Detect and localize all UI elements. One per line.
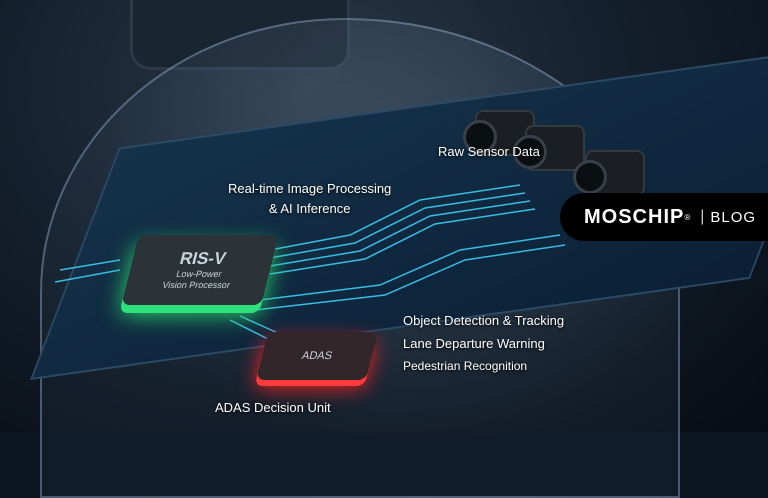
label-decision-unit: ADAS Decision Unit bbox=[215, 400, 331, 415]
label-image-processing: Real-time Image Processing & AI Inferenc… bbox=[228, 181, 392, 216]
label-pedestrian: Pedestrian Recognition bbox=[403, 359, 528, 373]
risv-processor-chip: RIS-V Low-Power Vision Processor bbox=[121, 235, 279, 305]
separator: | bbox=[700, 208, 705, 225]
chip-subtitle: Vision Processor bbox=[161, 280, 232, 290]
adas-chip: ADAS bbox=[256, 332, 378, 380]
camera-sensor bbox=[573, 150, 645, 196]
label-object-detection: Object Detection & Tracking bbox=[403, 313, 565, 328]
chip-subtitle: Low-Power bbox=[175, 269, 223, 279]
moschip-logo: MOSCHIP bbox=[584, 205, 685, 228]
moschip-blog-badge[interactable]: MOSCHIP ® | BLOG bbox=[560, 193, 768, 241]
camera-sensor bbox=[513, 125, 585, 171]
blog-label: BLOG bbox=[710, 208, 757, 226]
label-raw-sensor: Raw Sensor Data bbox=[438, 144, 540, 159]
chip-title: ADAS bbox=[300, 350, 334, 362]
chip-title: RIS-V bbox=[177, 249, 228, 268]
circuit-traces bbox=[54, 184, 566, 341]
label-lane-departure: Lane Departure Warning bbox=[403, 336, 545, 351]
registered-mark: ® bbox=[684, 212, 691, 222]
